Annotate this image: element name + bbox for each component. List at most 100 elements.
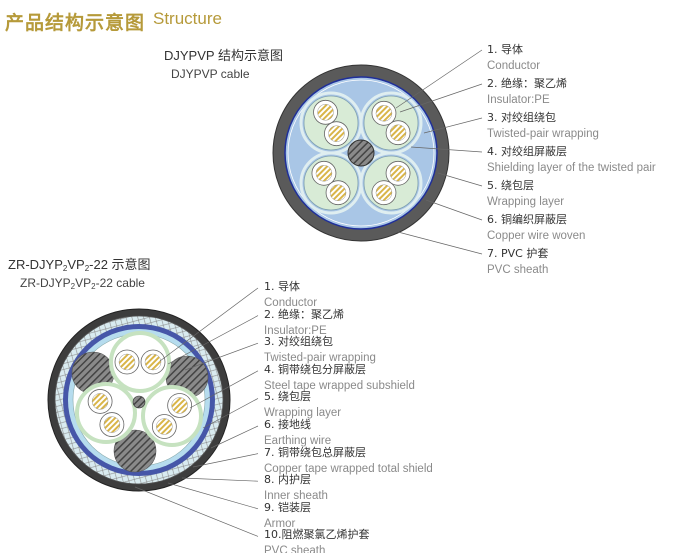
caption-part: -22 cable xyxy=(95,276,145,290)
leader-line xyxy=(399,83,483,113)
conductor xyxy=(329,184,347,201)
legend-item: 4. 对绞组屏蔽层 Shielding layer of the twisted … xyxy=(487,144,656,176)
conductor xyxy=(375,105,393,122)
legend-item-cn: 8. 内护层 xyxy=(264,473,311,487)
legend-item-cn: 2. 绝缘：聚乙烯 xyxy=(264,307,344,321)
legend-item-en: Steel tape wrapped subshield xyxy=(264,379,415,392)
center-filler xyxy=(347,139,375,167)
legend-item: 5. 绕包层 Wrapping layer xyxy=(487,178,564,210)
leader-line xyxy=(210,425,259,449)
legend-item-en: Conductor xyxy=(264,297,318,309)
legend-item-cn: 4. 铜带绕包分屏蔽层 xyxy=(264,362,366,376)
conductor xyxy=(171,397,188,414)
conductor xyxy=(103,416,121,433)
caption-part: ZR-DJYP xyxy=(8,257,63,272)
wrapping-layer xyxy=(287,79,435,227)
cable1-caption-en: DJYPVP cable xyxy=(171,67,250,81)
caption-sub: 2 xyxy=(84,264,90,273)
conductor xyxy=(389,124,407,141)
legend-item-en: PVC sheath xyxy=(487,264,549,276)
legend-item: 1. 导体 Conductor xyxy=(264,279,317,311)
caption-part: VP xyxy=(75,276,92,290)
cable2-caption-cn: ZR-DJYP2VP2-22 示意图 xyxy=(8,254,151,273)
legend-item: 3. 对绞组绕包 Twisted-pair wrapping xyxy=(264,334,376,366)
legend-item: 3. 对绞组绕包 Twisted-pair wrapping xyxy=(487,110,599,142)
leader-line xyxy=(167,315,259,365)
legend-item-en: Inner sheath xyxy=(264,490,328,503)
legend-item-en: Insulator:PE xyxy=(487,94,550,106)
leader-line xyxy=(134,486,259,537)
conductor xyxy=(328,125,345,142)
legend-item-cn: 9. 铠装层 xyxy=(264,500,311,514)
legend-item-cn: 5. 绕包层 xyxy=(264,390,311,404)
leader-line xyxy=(395,49,483,109)
legend-item-en: Wrapping layer xyxy=(487,196,565,208)
legend-item-cn: 7. PVC 护套 xyxy=(487,247,549,260)
legend-item: 7. PVC 护套 PVC sheath xyxy=(487,246,548,278)
legend-item-cn: 1. 导体 xyxy=(264,280,300,293)
legend-item-cn: 2. 绝缘：聚乙烯 xyxy=(487,77,567,90)
cable1-caption-cn: DJYPVP 结构示意图 xyxy=(164,48,283,63)
legend-item-en: Twisted-pair wrapping xyxy=(264,352,376,365)
conductor xyxy=(144,353,162,371)
legend-item-en: Copper tape wrapped total shield xyxy=(264,462,433,475)
legend-item-cn: 4. 对绞组屏蔽层 xyxy=(487,145,567,158)
conductor xyxy=(91,393,109,410)
legend-item-cn: 10.阻燃聚氯乙烯护套 xyxy=(264,528,370,542)
caption-sub: 2 xyxy=(70,282,76,291)
legend-item-en: Copper wire woven xyxy=(487,230,586,242)
legend-item: 2. 绝缘：聚乙烯 Insulator:PE xyxy=(487,76,567,108)
leader-line xyxy=(189,370,259,409)
legend-item: 6. 接地线 Earthing wire xyxy=(264,417,331,449)
conductor xyxy=(118,353,136,371)
legend-item-cn: 7. 铜带绕包总屏蔽层 xyxy=(264,445,366,459)
caption-sub: 2 xyxy=(62,264,68,273)
conductor xyxy=(375,184,393,201)
legend-item: 8. 内护层 Inner sheath xyxy=(264,472,328,504)
conductor xyxy=(156,418,173,435)
filler xyxy=(113,429,157,473)
legend-item-cn: 6. 接地线 xyxy=(264,418,311,431)
leader-line xyxy=(184,342,259,371)
legend-item-en: Conductor xyxy=(487,60,541,72)
legend-item: 6. 铜编织屏蔽层 Copper wire woven xyxy=(487,212,585,244)
legend-item-cn: 1. 导体 xyxy=(487,43,523,56)
leader-line xyxy=(192,453,259,468)
legend-item-cn: 3. 对绞组绕包 xyxy=(487,111,556,124)
conductor xyxy=(317,104,334,121)
legend-item-cn: 3. 对绞组绕包 xyxy=(264,335,333,349)
legend-item-en: Earthing wire xyxy=(264,435,332,447)
legend-item: 7. 铜带绕包总屏蔽层 Copper tape wrapped total shi… xyxy=(264,445,433,477)
cable2-diagram xyxy=(47,308,231,492)
legend-item-cn: 5. 绕包层 xyxy=(487,179,534,192)
caption-part: ZR-DJYP xyxy=(20,276,71,290)
leader-line xyxy=(437,172,483,187)
leader-line xyxy=(425,199,483,221)
legend-item-en: Twisted-pair wrapping xyxy=(487,128,599,140)
pair-shield xyxy=(359,151,423,215)
conductor xyxy=(315,165,333,182)
page-title-en: Structure xyxy=(153,9,222,28)
legend-item-en: PVC sheath xyxy=(264,545,326,553)
leader-line xyxy=(410,146,483,153)
caption-sub: 2 xyxy=(91,282,96,291)
legend-item-en: Wrapping layer xyxy=(264,407,342,420)
caption-part: -22 示意图 xyxy=(89,257,151,272)
legend-item-cn: 6. 铜编织屏蔽层 xyxy=(487,213,567,226)
leader-line xyxy=(159,287,259,362)
legend-item: 4. 铜带绕包分屏蔽层 Steel tape wrapped subshield xyxy=(264,362,415,394)
leader-line xyxy=(423,117,483,134)
legend-item: 10.阻燃聚氯乙烯护套 PVC sheath xyxy=(264,527,370,553)
leader-lines xyxy=(134,49,483,537)
leader-line xyxy=(397,231,483,255)
legend-item: 1. 导体 Conductor xyxy=(487,42,540,74)
legend-item-en: Shielding layer of the twisted pair xyxy=(487,162,656,174)
earthing-wire xyxy=(132,395,146,409)
legend-item: 5. 绕包层 Wrapping layer xyxy=(264,389,341,421)
conductor xyxy=(389,165,407,182)
page-title-cn: 产品结构示意图 xyxy=(5,12,146,34)
legend-item-en: Insulator:PE xyxy=(264,324,327,337)
